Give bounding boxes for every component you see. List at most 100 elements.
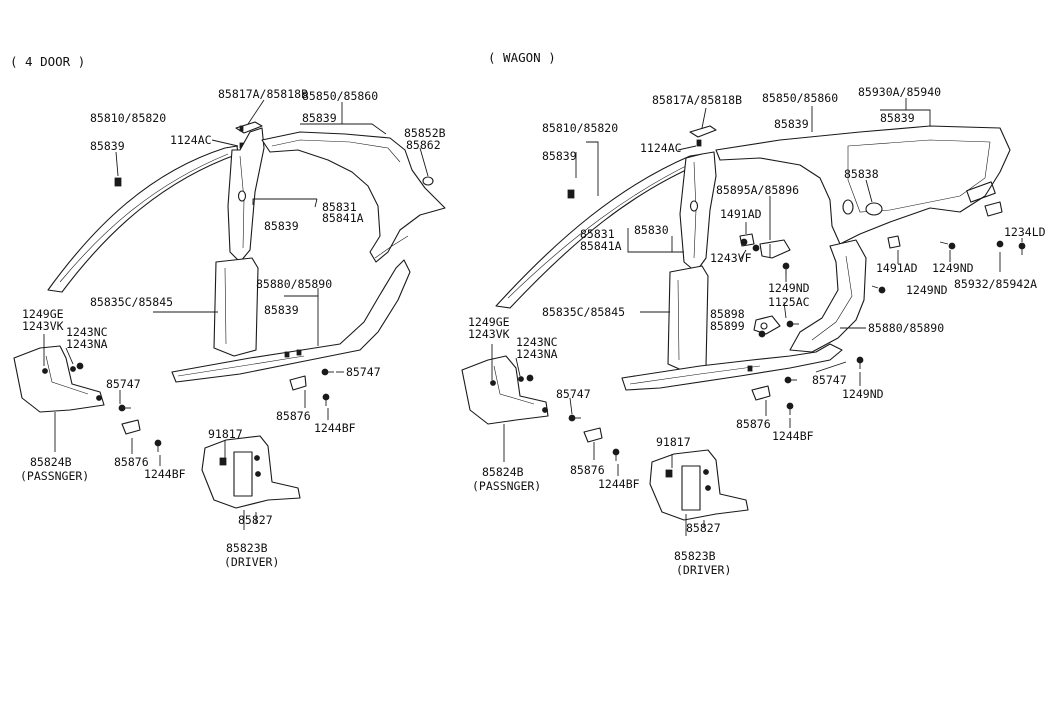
rear-quarter-lower-trim-wagon <box>789 239 867 353</box>
label-85824b: 85824B <box>30 455 72 469</box>
bracket-85817-wagon <box>689 125 717 138</box>
label-1244bf-b: 1244BF <box>314 421 356 435</box>
label-85880-w: 85880/85890 <box>868 321 944 335</box>
label-1243na-w: 1243NA <box>516 347 558 361</box>
label-1249nd-c-w: 1249ND <box>906 283 948 297</box>
wagon-header: ( WAGON ) <box>488 50 556 65</box>
label-85841a-w: 85841A <box>580 239 622 253</box>
a-pillar-trim-4door <box>47 145 239 293</box>
clip-85852-4door <box>422 176 434 186</box>
label-85747-b-w: 85747 <box>812 373 847 387</box>
label-85838-w: 85838 <box>844 167 879 181</box>
screws-4door <box>76 362 334 452</box>
label-1243nc: 1243NC <box>66 325 108 339</box>
label-85862: 85862 <box>406 138 441 152</box>
label-1234ld-w: 1234LD <box>1004 225 1046 239</box>
clip-85839-4door <box>114 177 122 187</box>
label-85831-w: 85831 <box>580 227 615 241</box>
b-pillar-trim-4door <box>227 127 265 263</box>
label-85817a: 85817A/85818B <box>218 87 308 101</box>
label-1249ge-w: 1249GE <box>468 315 510 329</box>
label-85839-c-w: 85839 <box>542 149 577 163</box>
label-1244bf-b-w: 1244BF <box>772 429 814 443</box>
label-85839-c: 85839 <box>264 303 299 317</box>
label-85810-w: 85810/85820 <box>542 121 618 135</box>
lower-b-pillar-trim-4door <box>213 257 259 357</box>
label-1249ge: 1249GE <box>22 307 64 321</box>
label-85880: 85880/85890 <box>256 277 332 291</box>
labels-4door: 85817A/85818B 85850/85860 85810/85820 85… <box>20 87 446 569</box>
lower-b-pillar-trim-wagon <box>667 265 709 373</box>
label-1243vk: 1243VK <box>22 319 64 333</box>
label-85823b-w: 85823B <box>674 549 716 563</box>
clip-85838-wagon <box>865 202 883 216</box>
label-85824b-w: 85824B <box>482 465 524 479</box>
label-85850: 85850/85860 <box>302 89 378 103</box>
label-85876-a-w: 85876 <box>570 463 605 477</box>
four-door-section: ( 4 DOOR ) <box>10 54 446 569</box>
label-85747-a-w: 85747 <box>556 387 591 401</box>
clip-85876-a-4door <box>121 419 141 435</box>
label-1249nd-b-w: 1249ND <box>768 281 810 295</box>
label-91817: 91817 <box>208 427 243 441</box>
rear-sill-trim-wagon <box>621 343 843 391</box>
label-passnger-w: (PASSNGER) <box>472 479 541 493</box>
label-85839-b-w: 85839 <box>880 111 915 125</box>
rear-quarter-upper-trim-wagon <box>715 125 1011 245</box>
clip-91817-wagon <box>665 469 673 478</box>
label-1243vf-w: 1243VF <box>710 251 752 265</box>
kick-panel-driver-4door <box>201 435 301 509</box>
rear-sill-trim-4door <box>171 259 411 383</box>
label-85827-w: 85827 <box>686 521 721 535</box>
label-1249nd-a-w: 1249ND <box>932 261 974 275</box>
wagon-section: ( WAGON ) <box>461 50 1046 577</box>
label-85899-w: 85899 <box>710 319 745 333</box>
label-1244bf-a: 1244BF <box>144 467 186 481</box>
label-85835c-w: 85835C/85845 <box>542 305 625 319</box>
label-85876-a: 85876 <box>114 455 149 469</box>
label-1243nc-w: 1243NC <box>516 335 558 349</box>
label-85932-w: 85932/85942A <box>954 277 1037 291</box>
kick-panel-passenger-4door <box>13 345 105 413</box>
leaders-wagon <box>491 98 1023 536</box>
label-85839-a-w: 85839 <box>774 117 809 131</box>
clip-91817-4door <box>219 457 227 466</box>
kick-panel-passenger-wagon <box>461 355 549 425</box>
label-85830-w: 85830 <box>634 223 669 237</box>
label-85747-a: 85747 <box>106 377 141 391</box>
four-door-header: ( 4 DOOR ) <box>10 54 85 69</box>
label-1125ac-w: 1125AC <box>768 295 810 309</box>
label-1243vk-w: 1243VK <box>468 327 510 341</box>
clip-85839-wagon <box>567 189 575 199</box>
label-85876-b: 85876 <box>276 409 311 423</box>
clip-85876-b-4door <box>289 375 307 391</box>
label-85930a-w: 85930A/85940 <box>858 85 941 99</box>
label-driver: (DRIVER) <box>224 555 279 569</box>
label-passnger: (PASSNGER) <box>20 469 89 483</box>
label-85876-b-w: 85876 <box>736 417 771 431</box>
label-85747-b: 85747 <box>346 365 381 379</box>
clip-85876-b-wagon <box>751 385 771 401</box>
bracket-85895-wagon <box>759 239 791 259</box>
label-1124ac: 1124AC <box>170 133 212 147</box>
label-1244bf-a-w: 1244BF <box>598 477 640 491</box>
label-85895a-w: 85895A/85896 <box>716 183 799 197</box>
label-85850-w: 85850/85860 <box>762 91 838 105</box>
label-85827: 85827 <box>238 513 273 527</box>
label-85831: 85831 <box>322 200 357 214</box>
label-85817a-w: 85817A/85818B <box>652 93 742 107</box>
label-1124ac-w: 1124AC <box>640 141 682 155</box>
label-85839-b: 85839 <box>264 219 299 233</box>
label-85852b: 85852B <box>404 126 446 140</box>
b-pillar-trim-wagon <box>679 151 717 273</box>
label-85835c: 85835C/85845 <box>90 295 173 309</box>
label-85839-a: 85839 <box>90 139 125 153</box>
label-driver-w: (DRIVER) <box>676 563 731 577</box>
label-85841a: 85841A <box>322 211 364 225</box>
label-85839-top: 85839 <box>302 111 337 125</box>
screws-wagon <box>526 238 1026 461</box>
label-1249nd-d-w: 1249ND <box>842 387 884 401</box>
rear-quarter-trim-4door <box>261 131 446 263</box>
label-1491ad-b-w: 1491AD <box>876 261 918 275</box>
